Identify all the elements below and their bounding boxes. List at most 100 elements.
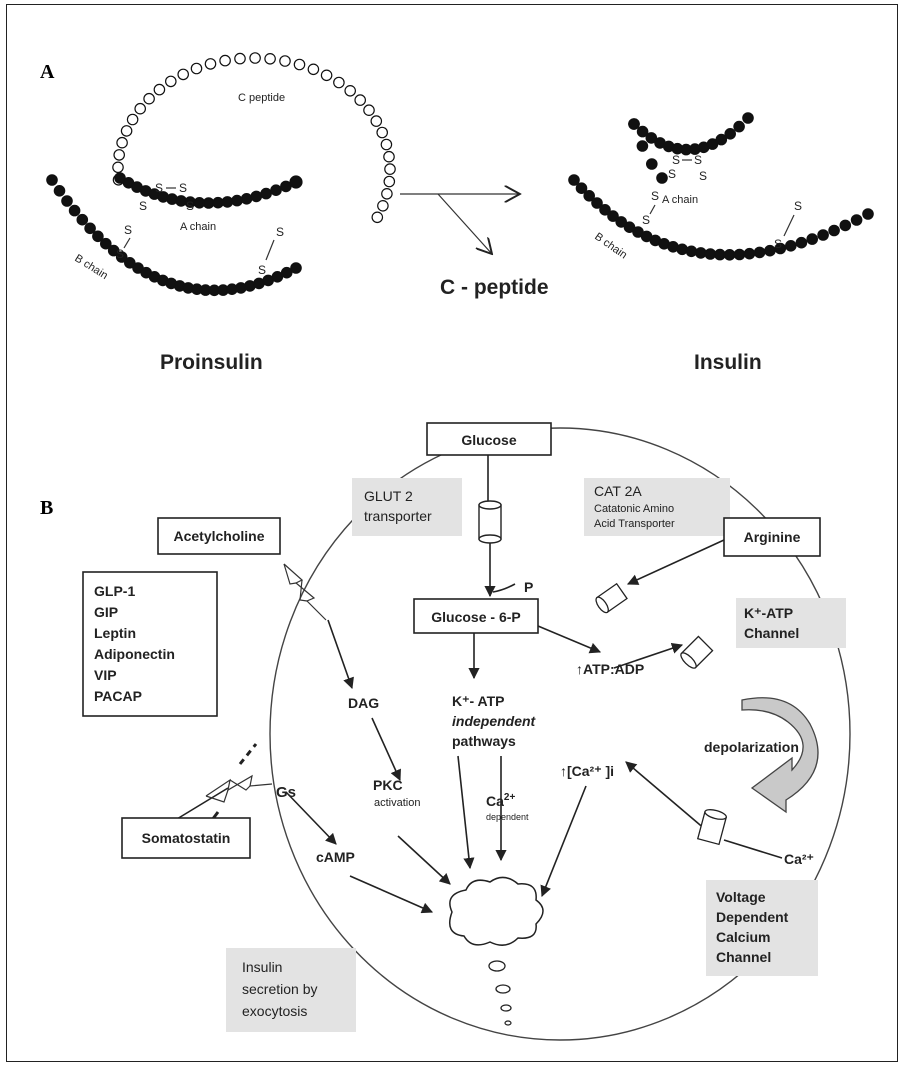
svg-text:Glucose - 6-P: Glucose - 6-P [431,609,520,625]
c-peptide-bead [370,115,383,127]
residue-bead [115,251,128,263]
ss-4a: S [276,225,284,239]
svg-text:S: S [774,237,782,251]
svg-text:Channel: Channel [716,949,771,965]
svg-text:Catatonic Amino: Catatonic Amino [594,503,674,515]
residue-bead [290,262,302,274]
c-peptide-bead [380,138,393,151]
svg-text:pathways: pathways [452,733,516,749]
residue-bead [575,182,588,194]
c-peptide-bead [376,126,388,139]
c-peptide-bead [165,75,177,88]
incretin-item: Adiponectin [94,646,175,662]
svg-text:GLUT 2: GLUT 2 [364,488,413,504]
residue-bead [583,190,595,202]
residue-bead [733,248,746,261]
residue-bead [84,222,96,235]
c-peptide-bead [264,52,276,65]
residue-bead [645,132,658,144]
residue-bead [568,174,580,186]
residue-bead [231,194,243,207]
svg-text:Acetylcholine: Acetylcholine [173,528,264,544]
c-peptide-bead [344,85,356,97]
c-peptide-bead [320,69,333,82]
svg-text:Calcium: Calcium [716,929,770,945]
residue-bead [694,247,707,259]
residue-bead [53,185,66,197]
arginine-box: Arginine [723,517,821,557]
residue-bead [715,133,728,146]
residue-bead [100,237,112,250]
residue-bead [733,120,745,133]
incretin-item: GLP-1 [94,583,135,599]
c-peptide-bead [219,54,231,67]
ca-dependent-label: Ca2+ [486,792,515,809]
svg-text:Somatostatin: Somatostatin [142,830,231,846]
c-peptide-bead [134,102,146,115]
ss-2a: S [139,199,147,213]
residue-bead [723,249,736,261]
ss-1b: S [179,181,187,195]
insulin-a-chain-label: A chain [662,194,698,206]
c-peptide-bead [354,94,366,106]
svg-text:Insulin: Insulin [242,959,282,975]
c-peptide-bead [177,68,189,81]
glucose-6-p-box: Glucose - 6-P [413,598,539,634]
c-peptide-bead [383,175,396,188]
residue-bead [862,208,874,220]
residue-bead [289,175,303,189]
c-peptide-bead [383,150,395,163]
incretin-item: VIP [94,667,117,683]
glut2-channel-icon [478,500,502,544]
residue-bead [61,195,73,207]
camp-label: cAMP [316,849,355,865]
gs-label: Gs [276,784,296,801]
ss-4b: S [258,263,266,277]
beta-cell-membrane [269,427,851,1041]
c-peptide-bead [120,125,133,137]
svg-text:S: S [642,213,650,227]
svg-text:S: S [668,167,676,181]
somatostatin-box: Somatostatin [121,817,251,859]
c-peptide-bead [116,136,128,149]
svg-text:transporter: transporter [364,508,432,524]
residue-bead [599,204,611,216]
c-peptide-bead [113,149,125,161]
insulin-disulfide-bridges: S S S S S S S S [642,153,802,251]
svg-text:K⁺-ATP: K⁺-ATP [744,605,793,621]
pkc-label: PKC [373,777,403,793]
c-peptide-bead [293,58,306,71]
svg-text:Acid Transporter: Acid Transporter [594,518,675,530]
katp-channel-label-box: K⁺-ATP Channel [736,598,846,648]
residue-bead [817,229,829,241]
residue-bead [260,187,272,200]
proinsulin-b-chain-label: B chain [72,252,109,282]
katp-channel-icon [680,635,714,669]
residue-bead [743,247,756,260]
c-peptide-bead [126,113,139,126]
ss-3a: S [124,223,132,237]
incretin-item: PACAP [94,688,142,704]
residue-bead [76,213,89,226]
c-peptide-product-label: C - peptide [440,276,549,299]
acetylcholine-bolt-icon [283,563,327,621]
c-peptide-bead [234,52,246,65]
svg-text:Glucose: Glucose [461,432,516,448]
residue-bead [114,172,126,184]
phosphate-label: P [524,579,533,595]
c-peptide-loop-label: C peptide [238,92,285,104]
svg-text:exocytosis: exocytosis [242,1003,307,1019]
incretin-somatostatin-bolts [205,743,273,821]
residue-bead [107,244,120,257]
acetylcholine-box: Acetylcholine [157,517,281,555]
ss-2b: S [186,199,194,213]
svg-text:independent: independent [452,713,537,729]
svg-text:S: S [672,153,680,167]
residue-bead [636,125,649,138]
exocytosis-cloud-icon [449,876,544,1026]
residue-bead [724,128,736,140]
svg-text:secretion by: secretion by [242,981,317,997]
insulin-secretion-label-box: Insulin secretion by exocytosis [226,948,356,1032]
proinsulin-disulfide-bridges: S S S S S S S S [116,181,284,277]
